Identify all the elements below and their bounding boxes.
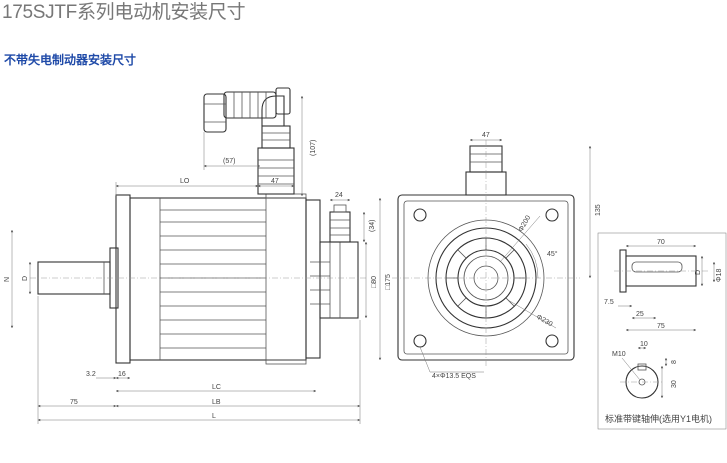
dim-lo: LO — [180, 178, 190, 185]
dim-30: 30 — [671, 380, 678, 388]
detail-key — [637, 363, 647, 371]
shaft-detail: 70 D Φ18 7.5 25 75 M10 10 8 30 标准带键轴伸(选用… — [597, 232, 727, 430]
mount-hole — [413, 208, 427, 222]
dim-107: (107) — [310, 140, 317, 156]
dim-n: N — [4, 277, 11, 282]
front-view: 47 135 Φ200 45° Φ230 4×Φ13.5 EQS — [392, 132, 602, 380]
dim-75: 75 — [70, 399, 78, 406]
power-connector — [203, 87, 295, 195]
dim-135: 135 — [595, 204, 602, 216]
rear-cover — [305, 199, 321, 359]
dim-detail-75: 75 — [657, 323, 665, 330]
detail-keyway — [631, 261, 683, 273]
mount-hole — [413, 334, 427, 348]
dim-phi200: Φ200 — [518, 214, 533, 233]
dim-lc: LC — [212, 384, 221, 391]
section-subtitle: 不带失电制动器安装尺寸 — [4, 53, 137, 67]
dim-l: L — [212, 413, 216, 420]
dim-phi18: Φ18 — [716, 269, 723, 282]
dim-10: 10 — [640, 341, 648, 348]
dim-3-2: 3.2 — [86, 371, 96, 378]
dim-d: D — [22, 276, 29, 281]
dim-front-47: 47 — [482, 132, 490, 139]
dim-57: (57) — [223, 158, 235, 165]
dim-175: □175 — [385, 274, 392, 290]
detail-frame — [597, 232, 727, 430]
dim-phi230: Φ230 — [535, 314, 554, 329]
dim-70: 70 — [657, 239, 665, 246]
mount-hole — [545, 334, 559, 348]
mount-hole — [545, 208, 559, 222]
dim-lb: LB — [212, 399, 221, 406]
dim-24: 24 — [335, 192, 343, 199]
dim-holes: 4×Φ13.5 EQS — [432, 373, 476, 380]
dim-25: 25 — [636, 311, 644, 318]
encoder-box — [310, 241, 359, 319]
detail-caption: 标准带键轴伸(选用Y1电机) — [605, 413, 712, 424]
dim-8: 8 — [671, 360, 678, 364]
dim-47: 47 — [271, 178, 279, 185]
side-view: (57) (107) LO 47 24 (34) N D □80 □175 3.… — [4, 87, 392, 424]
dim-m10: M10 — [612, 351, 626, 358]
dim-80: □80 — [371, 276, 378, 288]
motor-body — [129, 193, 307, 365]
dim-detail-d: D — [695, 270, 702, 275]
dim-34: (34) — [369, 220, 376, 232]
dim-7-5: 7.5 — [604, 299, 614, 306]
rear-connector — [329, 204, 351, 243]
dim-16: 16 — [118, 371, 126, 378]
page-title: 175SJTF系列电动机安装尺寸 — [2, 2, 246, 23]
dim-45deg: 45° — [547, 250, 558, 258]
